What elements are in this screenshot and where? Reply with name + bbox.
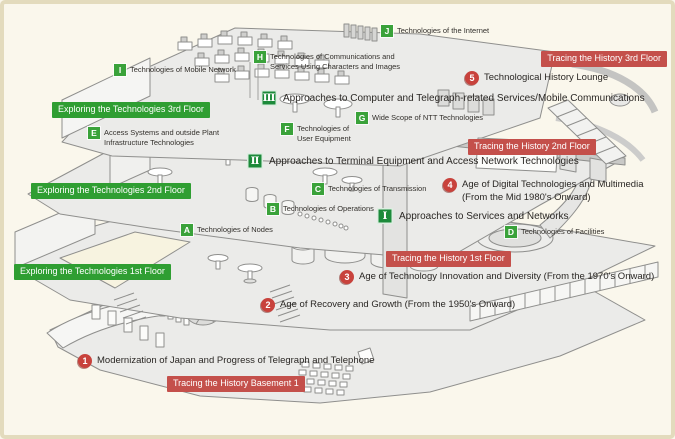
approach-i-badge-icon: Ⅰ — [377, 208, 393, 224]
zone-i[interactable]: I Technologies of Mobile Network — [114, 64, 236, 76]
zone-f-label: Technologies of User Equipment — [297, 124, 351, 143]
history-point-2-label: Age of Recovery and Growth (From the 195… — [280, 299, 516, 310]
zone-d[interactable]: D Technologies of Facilities — [505, 226, 604, 238]
zone-c[interactable]: C Technologies of Transmission — [312, 183, 426, 195]
approach-iii[interactable]: Ⅲ Approaches to Computer and Telegraph-r… — [261, 90, 645, 106]
zone-j-badge-icon: J — [381, 25, 393, 37]
approach-ii-badge-icon: Ⅱ — [247, 153, 263, 169]
history-point-5[interactable]: 5 Technological History Lounge — [465, 71, 608, 85]
zone-g-label: Wide Scope of NTT Technologies — [372, 113, 484, 122]
history-point-2[interactable]: 2 Age of Recovery and Growth (From the 1… — [261, 298, 515, 312]
approach-i[interactable]: Ⅰ Approaches to Services and Networks — [377, 208, 569, 224]
zone-h-label: Technologies of Communications and Servi… — [270, 52, 401, 71]
history-point-4[interactable]: 4 Age of Digital Technologies and Multim… — [443, 178, 644, 204]
history-point-1[interactable]: 1 Modernization of Japan and Progress of… — [78, 354, 374, 368]
history-point-4-label: Age of Digital Technologies and Multimed… — [462, 179, 644, 203]
zone-h-badge-icon: H — [254, 51, 266, 63]
floor-label-tracing-3f[interactable]: Tracing the History 3rd Floor — [541, 51, 667, 67]
history-point-5-marker: 5 — [465, 71, 479, 85]
history-point-5-label: Technological History Lounge — [484, 72, 609, 83]
history-point-1-marker: 1 — [78, 354, 92, 368]
approach-ii-label: Approaches to Terminal Equipment and Acc… — [269, 155, 579, 167]
approach-ii[interactable]: Ⅱ Approaches to Terminal Equipment and A… — [247, 153, 579, 169]
zone-b[interactable]: B Technologies of Operations — [267, 203, 374, 215]
history-point-1-label: Modernization of Japan and Progress of T… — [97, 355, 375, 366]
history-point-3-marker: 3 — [340, 270, 354, 284]
history-point-3-label: Age of Technology Innovation and Diversi… — [359, 271, 655, 282]
zone-c-label: Technologies of Transmission — [328, 184, 427, 193]
zone-i-badge-icon: I — [114, 64, 126, 76]
zone-b-badge-icon: B — [267, 203, 279, 215]
floor-label-tracing-2f[interactable]: Tracing the History 2nd Floor — [468, 139, 596, 155]
zone-j-label: Technologies of the Internet — [397, 26, 490, 35]
floor-label-exploring-2f[interactable]: Exploring the Technologies 2nd Floor — [31, 183, 191, 199]
history-point-3[interactable]: 3 Age of Technology Innovation and Diver… — [340, 270, 654, 284]
zone-h[interactable]: H Technologies of Communications and Ser… — [254, 51, 400, 71]
zone-c-badge-icon: C — [312, 183, 324, 195]
zone-f[interactable]: F Technologies of User Equipment — [281, 123, 351, 143]
floor-label-exploring-3f[interactable]: Exploring the Technologies 3rd Floor — [52, 102, 210, 118]
zone-g-badge-icon: G — [356, 112, 368, 124]
history-point-4-marker: 4 — [443, 178, 457, 192]
zone-b-label: Technologies of Operations — [283, 204, 374, 213]
zone-e[interactable]: E Access Systems and outside Plant Infra… — [88, 127, 219, 147]
floor-label-tracing-b1[interactable]: Tracing the History Basement 1 — [167, 376, 305, 392]
zone-d-badge-icon: D — [505, 226, 517, 238]
zone-a[interactable]: A Technologies of Nodes — [181, 224, 273, 236]
approach-iii-label: Approaches to Computer and Telegraph-rel… — [283, 92, 645, 104]
zone-a-label: Technologies of Nodes — [197, 225, 273, 234]
floor-label-tracing-1f[interactable]: Tracing the History 1st Floor — [386, 251, 511, 267]
zone-e-badge-icon: E — [88, 127, 100, 139]
history-point-2-marker: 2 — [261, 298, 275, 312]
approach-i-label: Approaches to Services and Networks — [399, 210, 569, 222]
approach-iii-badge-icon: Ⅲ — [261, 90, 277, 106]
zone-i-label: Technologies of Mobile Network — [130, 65, 236, 74]
zone-e-label: Access Systems and outside Plant Infrast… — [104, 128, 220, 147]
zone-f-badge-icon: F — [281, 123, 293, 135]
zone-j[interactable]: J Technologies of the Internet — [381, 25, 489, 37]
floor-label-exploring-1f[interactable]: Exploring the Technologies 1st Floor — [14, 264, 171, 280]
zone-d-label: Technologies of Facilities — [521, 227, 605, 236]
zone-g[interactable]: G Wide Scope of NTT Technologies — [356, 112, 483, 124]
zone-a-badge-icon: A — [181, 224, 193, 236]
